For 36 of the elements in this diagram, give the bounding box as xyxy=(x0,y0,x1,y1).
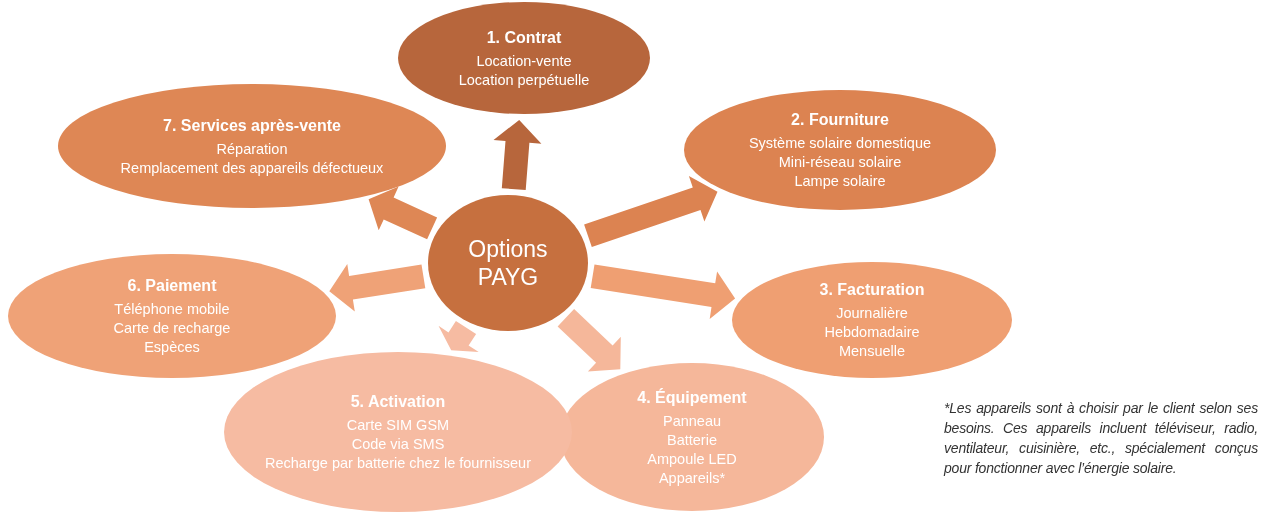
node-heading: 1. Contrat xyxy=(486,27,562,48)
block-arrow xyxy=(584,176,718,248)
node-item: Panneau xyxy=(662,411,722,431)
node-heading: 3. Facturation xyxy=(819,280,925,300)
node-item: Remplacement des appareils défectueux xyxy=(120,158,384,178)
node-item: Hebdomadaire xyxy=(824,323,920,342)
block-arrow xyxy=(493,119,542,191)
node-heading: 4. Équipement xyxy=(637,387,747,408)
node-item: Espèces xyxy=(144,338,200,357)
center-label: Options PAYG xyxy=(467,235,549,291)
node-item: Location-vente xyxy=(476,51,572,71)
node-heading: 6. Paiement xyxy=(127,276,217,296)
node-heading: 7. Services après-vente xyxy=(163,115,341,136)
node-heading: 2. Fourniture xyxy=(791,110,889,130)
node-item: Location perpétuelle xyxy=(458,70,590,90)
node-item: Code via SMS xyxy=(351,435,445,454)
node-item: Carte de recharge xyxy=(113,319,231,338)
node-item: Mini-réseau solaire xyxy=(778,153,902,172)
node-item: Carte SIM GSM xyxy=(346,416,450,435)
node-item: Mensuelle xyxy=(838,342,906,361)
block-arrow xyxy=(590,264,736,319)
footnote: *Les appareils sont à choisir par le client selon ses besoins. Ces appareils incluent téléviseur, radio, ventilateur, cuisinière, etc., spécialement conçus pour fonctionner avec l’énergie solaire. xyxy=(944,399,1258,478)
node-item: Système solaire domestique xyxy=(748,134,932,153)
node-heading: 5. Activation xyxy=(350,392,446,412)
node-item: Recharge par batterie chez le fournisseur xyxy=(265,454,531,473)
block-arrow xyxy=(557,309,621,372)
node-item: Journalière xyxy=(836,304,908,323)
block-arrow xyxy=(368,186,438,240)
node-item: Batterie xyxy=(667,430,717,450)
node-item: Appareils* xyxy=(658,468,726,488)
node-item: Téléphone mobile xyxy=(114,300,230,319)
node-item: Lampe solaire xyxy=(794,172,886,191)
block-arrow xyxy=(329,264,426,312)
node-item: Ampoule LED xyxy=(647,449,737,469)
node-item: Réparation xyxy=(216,139,288,159)
block-arrow xyxy=(438,321,479,352)
